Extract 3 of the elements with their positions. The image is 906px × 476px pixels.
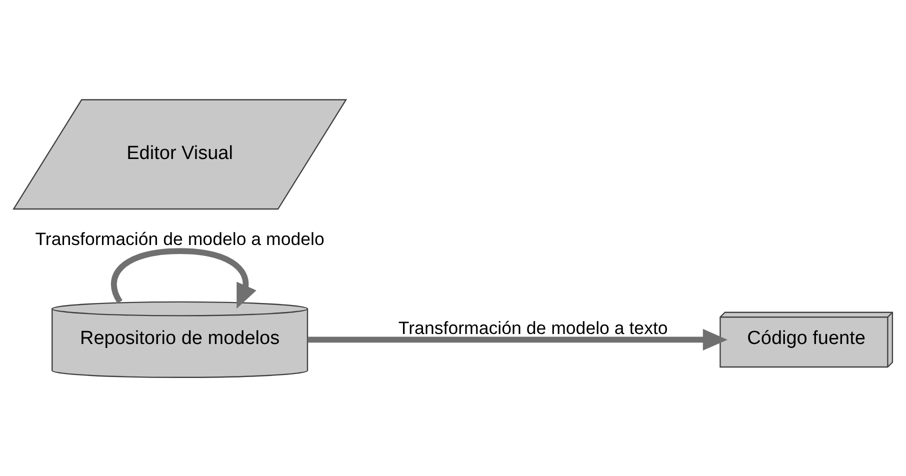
edge-label: Transformación de modelo a texto	[398, 317, 668, 338]
arrow	[308, 328, 728, 350]
edge-label: Transformación de modelo a modelo	[35, 228, 324, 249]
